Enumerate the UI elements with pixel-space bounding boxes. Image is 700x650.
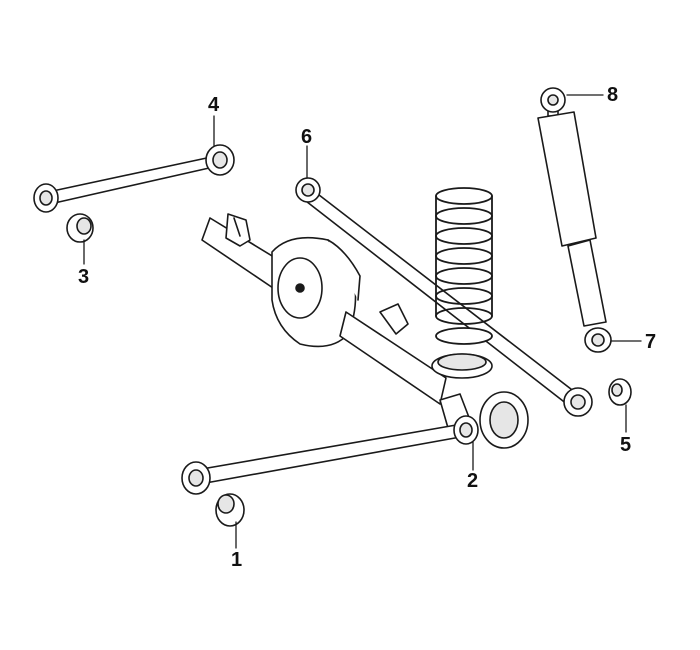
- callout-5: 5: [620, 434, 632, 456]
- bushing-1: [215, 493, 245, 527]
- bushing-3: [66, 213, 94, 243]
- leader-lines: [83, 94, 642, 549]
- lateral-rod: [295, 177, 593, 417]
- lower-trailing-arm: [181, 415, 479, 495]
- bushing-5: [608, 378, 632, 406]
- coil-spring: [435, 187, 493, 345]
- axle-housing: [201, 213, 529, 449]
- callout-6: 6: [301, 126, 313, 148]
- callout-3: 3: [78, 266, 90, 288]
- callout-4: 4: [208, 94, 220, 116]
- callout-1: 1: [231, 549, 243, 571]
- callout-8: 8: [607, 84, 619, 106]
- shock-absorber: [537, 87, 612, 353]
- upper-arm: [33, 144, 235, 213]
- callout-2: 2: [467, 470, 479, 492]
- callout-7: 7: [645, 331, 657, 353]
